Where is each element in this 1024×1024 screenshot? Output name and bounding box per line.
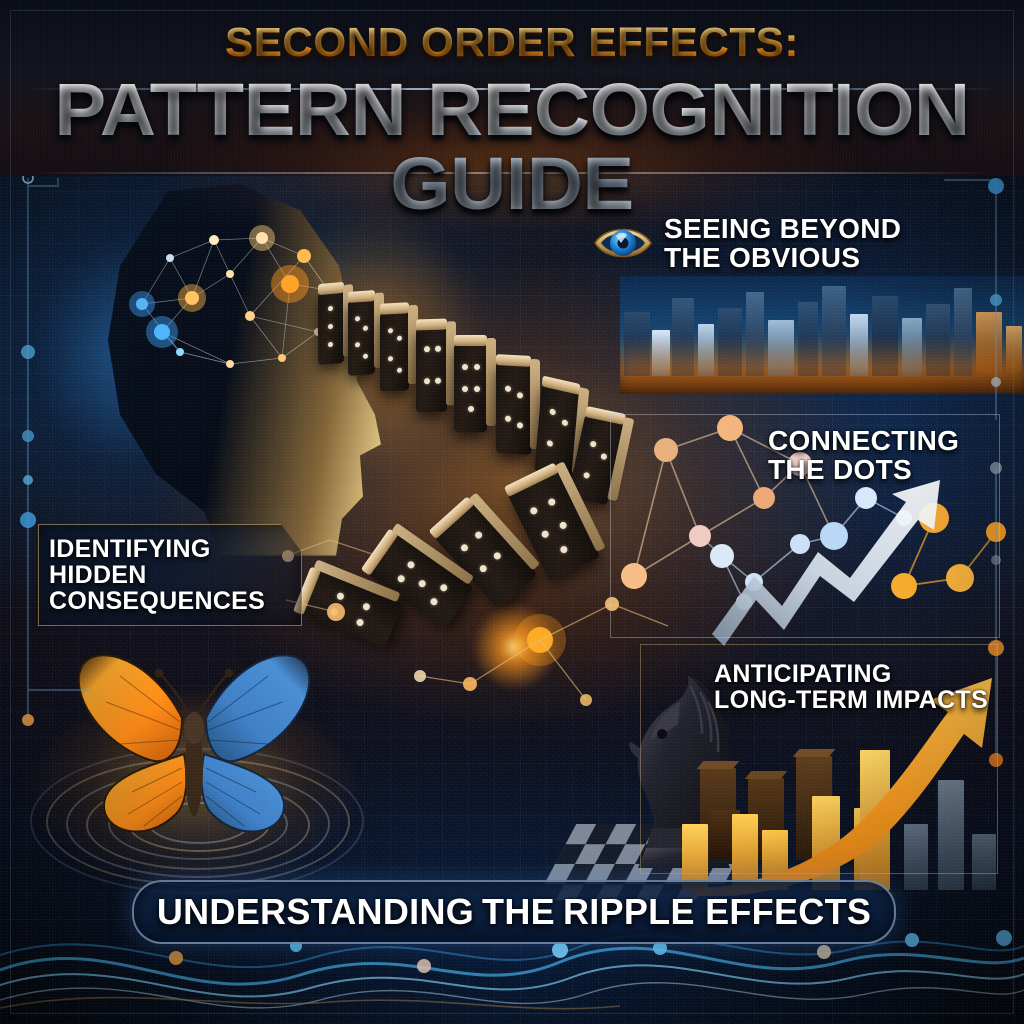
bottom-banner: UNDERSTANDING THE RIPPLE EFFECTS [132,880,896,944]
label-identifying-hidden-consequences: IDENTIFYING HIDDEN CONSEQUENCES [38,524,302,626]
header-divider-bottom [28,172,996,174]
domino [348,290,384,376]
title-main-shadow: PATTERN RECOGNITION GUIDE [0,78,1024,226]
frame-connecting-dots-panel [610,414,1000,638]
illustration-city-skyline [620,276,1024,394]
banner-text-part-1: UNDERSTANDING [156,891,475,932]
label-line-2: HIDDEN [49,561,147,589]
illustration-dominoes [292,272,650,692]
domino [380,302,418,392]
label-line-1: CONNECTING [768,424,960,456]
domino-impact-glow [470,602,560,692]
label-seeing-beyond-the-obvious: SEEING BEYOND THE OBVIOUS [582,206,922,280]
banner-text-part-3: RIPPLE EFFECTS [562,891,872,932]
banner-text-part-2: THE [482,891,555,932]
label-line-2: THE DOTS [768,454,912,485]
domino [416,318,456,413]
label-line-2: THE OBVIOUS [664,242,861,273]
butterfly [77,654,311,833]
header-glow [162,96,862,246]
domino [318,281,353,366]
label-anticipating-long-term-impacts: ANTICIPATING LONG-TERM IMPACTS [706,650,1002,724]
label-line-2: LONG-TERM IMPACTS [714,686,989,714]
eye-icon [594,228,652,258]
title-top: SECOND ORDER EFFECTS: [0,22,1024,63]
header-divider-top [28,88,996,90]
domino [454,335,496,432]
frame-anticipating-panel [640,644,998,874]
poster-header: SECOND ORDER EFFECTS: SECOND ORDER EFFEC… [0,0,1024,246]
label-line-1: SEEING BEYOND [664,212,902,244]
title-top-shadow: SECOND ORDER EFFECTS: [0,25,1024,66]
label-line-1: ANTICIPATING [714,660,892,688]
label-connecting-the-dots: CONNECTING THE DOTS [754,418,1024,492]
domino [496,354,540,455]
city-glow-haze [620,338,1024,394]
label-line-1: IDENTIFYING [49,535,211,563]
page-title: PATTERN RECOGNITION GUIDE [0,73,1024,221]
illustration-butterfly-ripples [24,636,364,898]
label-line-3: CONSEQUENCES [49,587,266,615]
